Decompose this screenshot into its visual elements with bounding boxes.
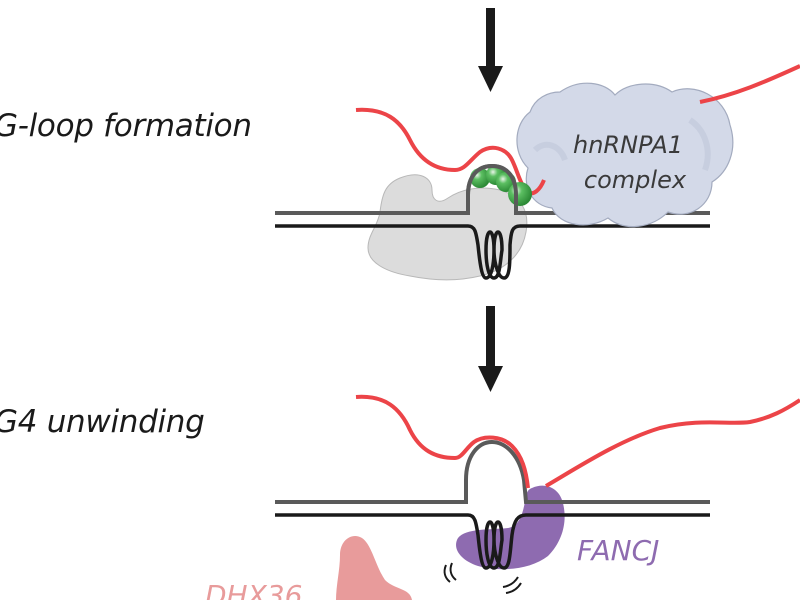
rna-strand <box>355 394 530 489</box>
dhx36-shape <box>336 535 412 600</box>
rna-strand-tail <box>544 398 800 488</box>
down-arrow-icon <box>478 306 503 392</box>
hnrnpa1-complex-shape <box>516 82 734 228</box>
g4-unwinding-panel: FANCJ DHX36 <box>205 394 800 600</box>
down-arrow-icon <box>478 8 503 92</box>
dhx36-label: DHX36 <box>205 579 302 600</box>
fancj-label: FANCJ <box>577 534 659 567</box>
hnrnpa1-label: hnRNPA1 <box>573 131 683 159</box>
g-loop-formation-panel: hnRNPA1 complex <box>275 64 800 281</box>
dna-bottom-strand <box>275 513 710 570</box>
stage-label-g-loop-formation: G-loop formation <box>0 108 252 144</box>
dna-bottom-strand <box>275 224 710 280</box>
fancj-shape <box>456 485 565 570</box>
rna-strand-tail <box>699 64 800 104</box>
stage-label-g4-unwinding: G4 unwinding <box>0 404 205 440</box>
dna-top-strand <box>275 439 710 504</box>
hnrnpa1-label-line2: complex <box>584 166 687 194</box>
motion-marks-icon <box>443 562 522 594</box>
